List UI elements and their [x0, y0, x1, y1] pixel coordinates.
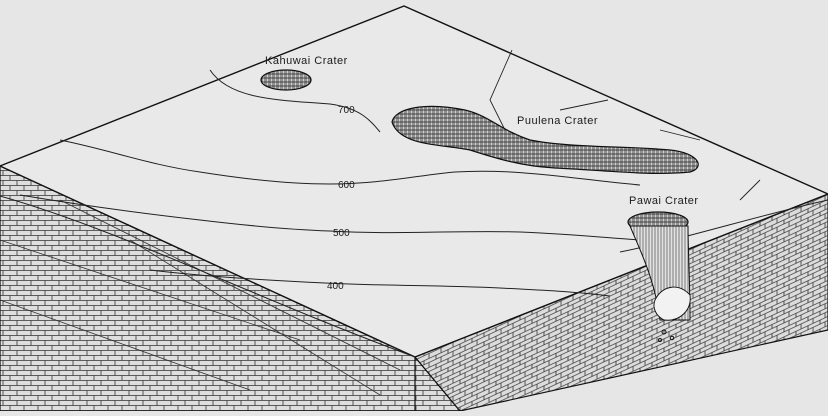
contour-500-label: 500: [333, 228, 350, 239]
contour-400-label: 400: [327, 281, 344, 292]
kahuwai-crater-label: Kahuwai Crater: [265, 55, 348, 67]
pawai-crater-label: Pawai Crater: [629, 195, 699, 207]
kahuwai-crater-shape: [261, 70, 311, 90]
contour-600-label: 600: [338, 180, 355, 191]
puulena-crater-label: Puulena Crater: [517, 115, 598, 127]
contour-700-label: 700: [338, 105, 355, 116]
